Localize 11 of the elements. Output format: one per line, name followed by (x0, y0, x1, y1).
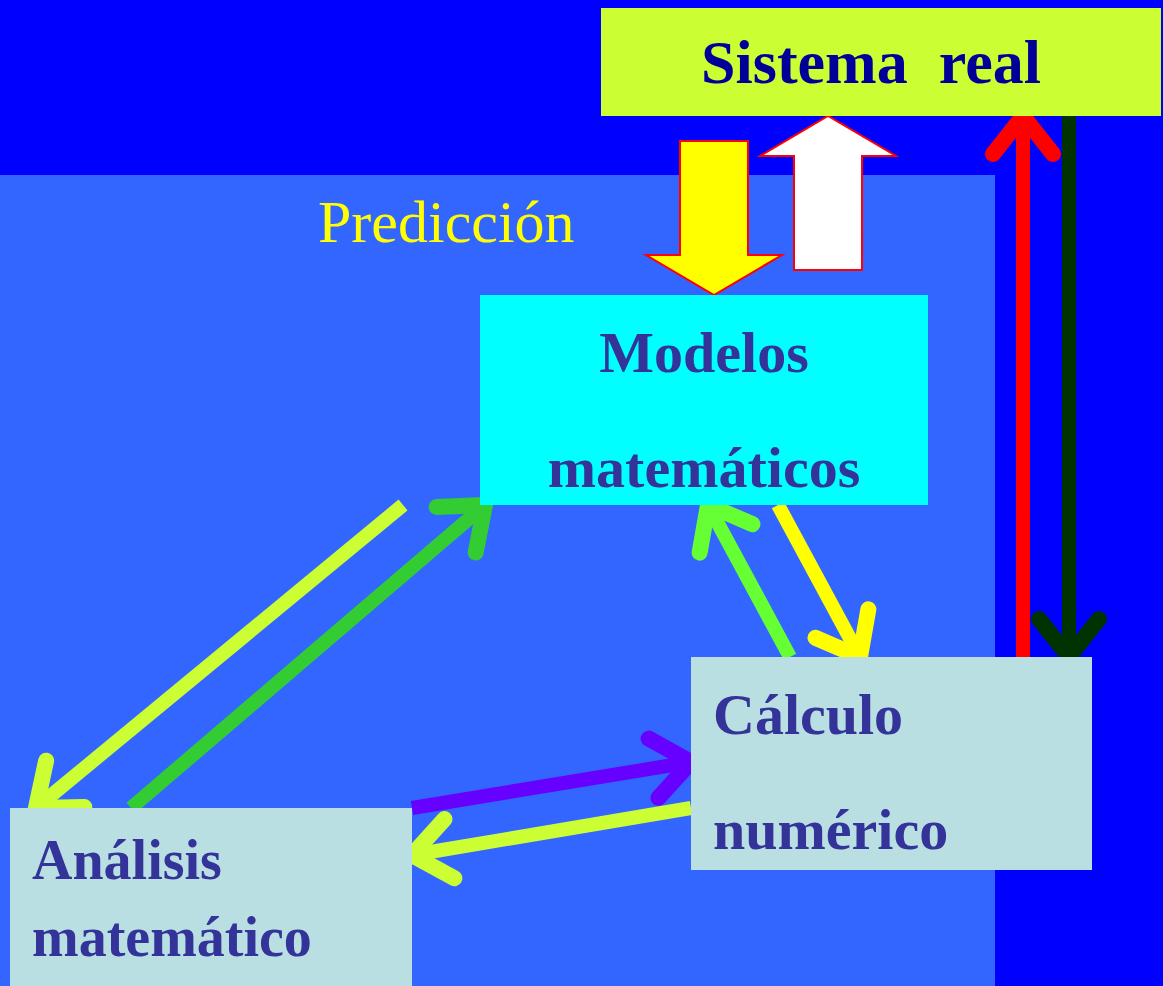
node-label: Modelos matemáticos (547, 320, 861, 500)
process-box (10, 808, 412, 986)
node-label: Análisis matemático (32, 829, 312, 968)
block-arrow (642, 140, 786, 297)
prediction-label: Predicción (318, 188, 575, 257)
block-arrow (756, 114, 900, 271)
process-box (691, 657, 1092, 870)
node-label: Sistema real (701, 28, 1041, 96)
process-box (601, 8, 1161, 116)
process-box (480, 295, 928, 505)
node-label: Cálculo numérico (713, 682, 949, 862)
